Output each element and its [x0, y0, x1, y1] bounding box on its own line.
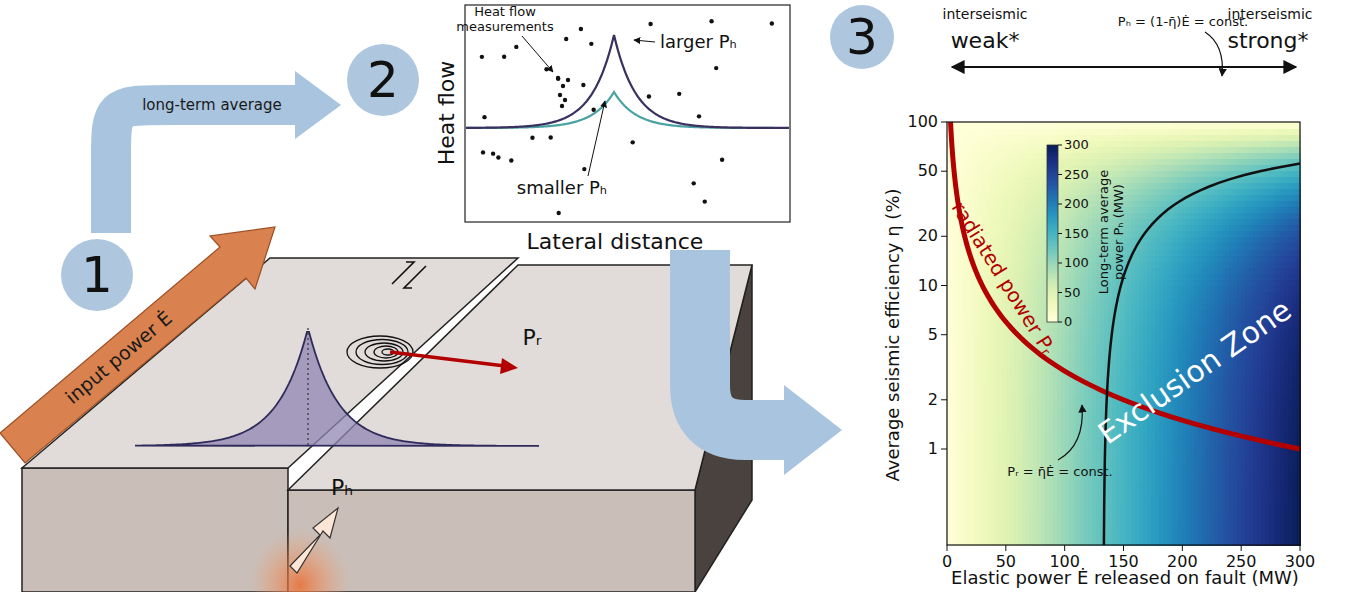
figure-stage: 123input power ĖPᵣPₕHeat flow measuremen… [0, 0, 1345, 592]
